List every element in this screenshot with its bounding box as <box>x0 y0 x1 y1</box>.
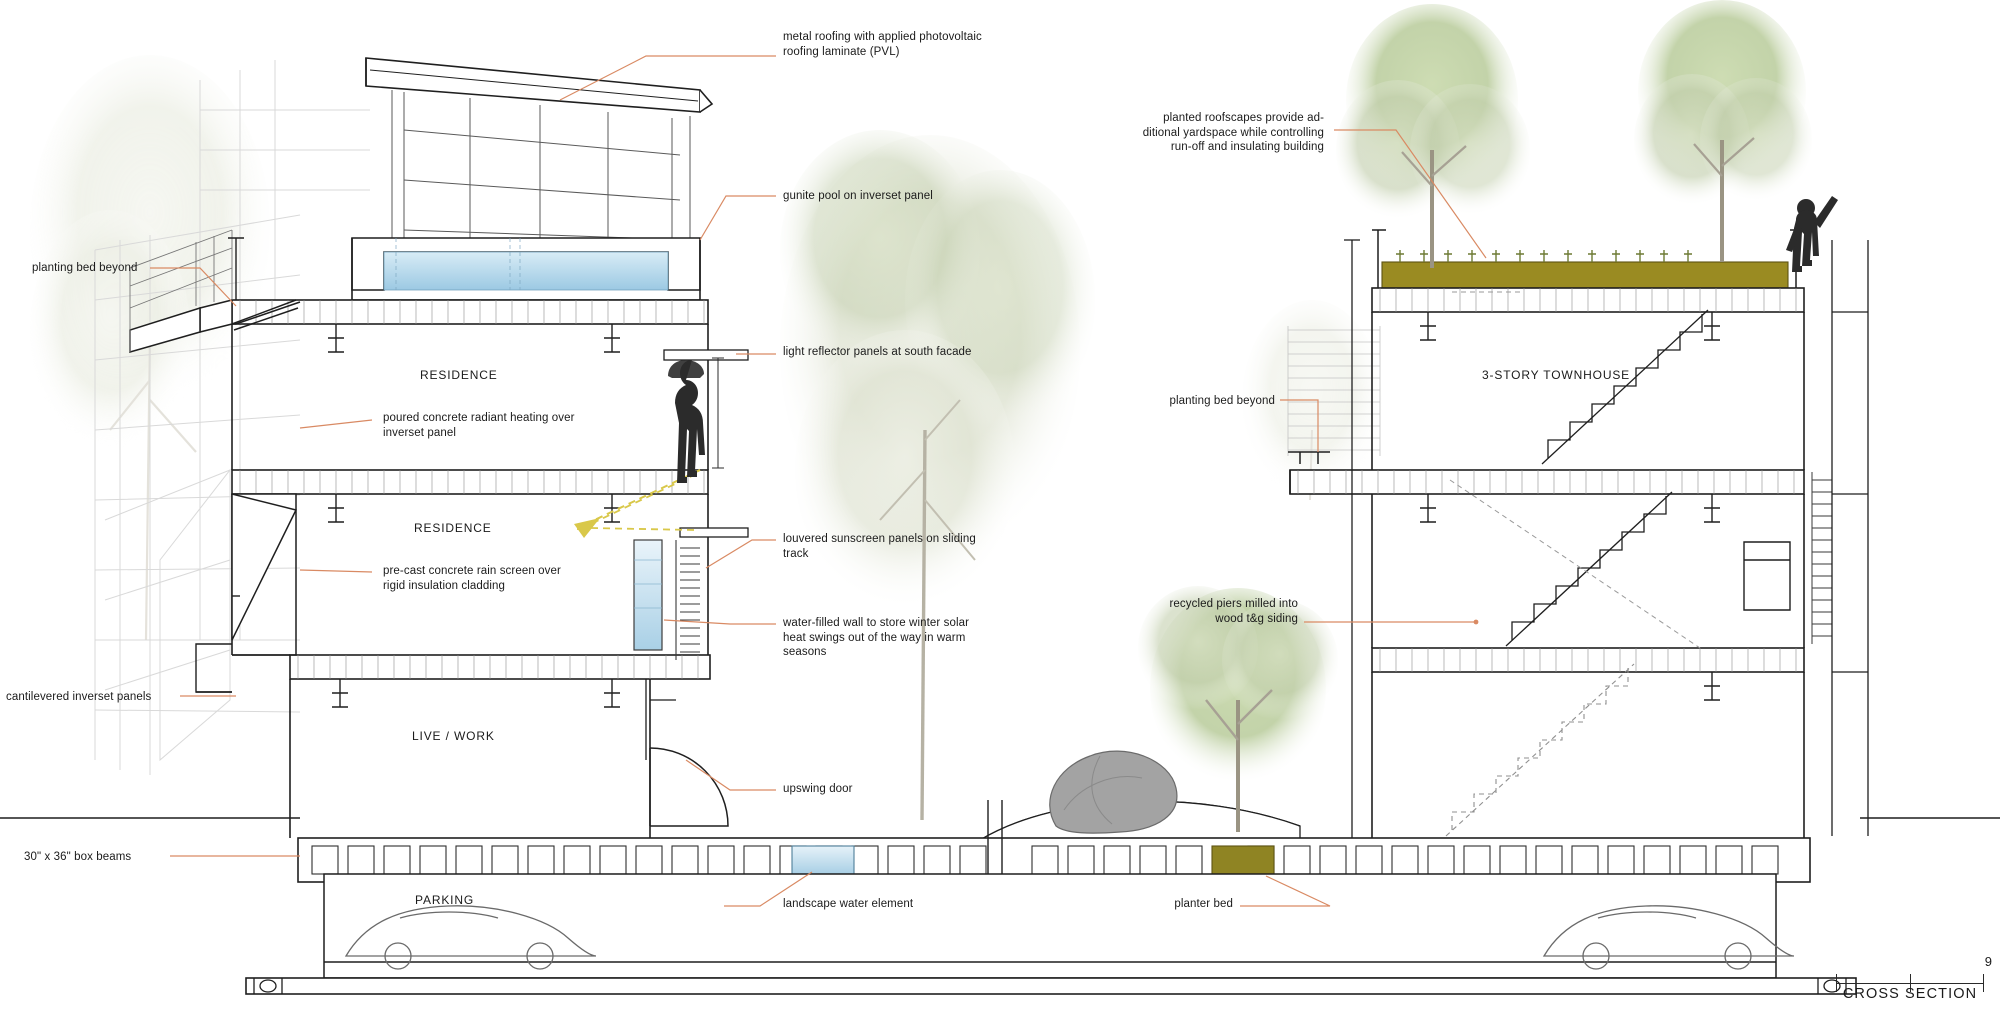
scale-tick-start <box>1836 974 1837 992</box>
parked-car-left <box>344 905 597 970</box>
column-hangers-right <box>1420 312 1720 701</box>
left-cantilever-structure <box>195 595 290 693</box>
planting-bed-beyond-structure <box>1287 326 1381 456</box>
site-tree-right-b <box>1634 0 1812 262</box>
annotation-planter-bed: planter bed <box>1174 898 1233 910</box>
stair-dashed-upper-right <box>1449 291 1701 649</box>
louver-stack-right <box>1811 472 1832 644</box>
room-label-residence-upper: RESIDENCE <box>420 368 498 382</box>
water-filled-wall <box>633 539 663 651</box>
figure-height-scale <box>712 357 724 469</box>
annotation-recycled-piers: recycled piers milled into wood t&g sidi… <box>1169 598 1298 625</box>
landscape-rock <box>1049 750 1178 834</box>
leader-planting-bed-right <box>1280 399 1319 452</box>
annotation-water-filled-wall: water-filled wall to store winter solar … <box>783 617 970 658</box>
annotation-landscape-water-element: landscape water element <box>783 898 914 910</box>
annotation-poured-concrete-radiant: poured concrete radiant heating over inv… <box>383 412 575 439</box>
slab-hatch-upper-right <box>1297 470 1795 494</box>
annotation-box-beams: 30" x 36" box beams <box>24 851 132 863</box>
stair-lower-right <box>1445 663 1635 837</box>
louvered-sunscreen-track <box>675 540 700 660</box>
scale-tick-end <box>1983 974 1984 992</box>
column-hangers-upper <box>328 324 620 353</box>
page-number: 9 <box>1984 954 1992 969</box>
leader-louvered <box>705 539 776 569</box>
column-hangers-mid <box>328 494 620 523</box>
scale-bar <box>1836 974 1984 992</box>
annotation-planting-bed-beyond-right: planting bed beyond <box>1169 395 1275 407</box>
drawing-title: CROSS SECTION <box>1842 986 1978 1002</box>
left-fin <box>228 237 244 300</box>
daylight-arrow-head <box>574 518 600 538</box>
slab-hatch-mid <box>297 655 699 679</box>
title-block: 9 CROSS SECTION <box>1836 954 1996 1012</box>
leader-water-wall <box>663 619 776 625</box>
leader-planted-roofscapes <box>1334 129 1487 259</box>
site-tree-mid <box>1138 586 1338 832</box>
stair-upper-right <box>1541 309 1709 465</box>
slab-hatch-upper <box>239 470 705 494</box>
level-upper-residence <box>231 324 709 495</box>
angled-facade-frame <box>129 229 233 352</box>
leader-upswing-door <box>685 759 776 791</box>
annotation-planting-bed-beyond-left: planting bed beyond <box>32 262 138 274</box>
site-tree-right-a <box>1336 4 1530 268</box>
scale-tick-mid <box>1910 974 1911 992</box>
leader-planter-bed <box>1240 875 1331 907</box>
window-openings-right <box>1743 541 1791 611</box>
annotation-light-reflector-panels: light reflector panels at south facade <box>783 346 972 358</box>
room-label-residence-mid: RESIDENCE <box>414 521 492 535</box>
slab-hatch-mid-right <box>1379 648 1797 672</box>
planting-bed-support <box>1288 451 1330 464</box>
slab-hatch-roof-right <box>1379 288 1797 312</box>
annotation-planted-roofscapes: planted roofscapes provide ad- ditional … <box>1142 112 1324 153</box>
center-tree <box>780 130 1095 821</box>
room-label-live-work: LIVE / WORK <box>412 729 495 743</box>
leader-metal-roofing <box>559 55 776 101</box>
floor-slab-roof-level <box>231 299 709 325</box>
roof-soffit-lines <box>369 69 699 102</box>
townhouse-walls <box>1289 312 1805 838</box>
daylight-ray-2 <box>589 527 695 531</box>
light-reflector-panels <box>663 349 749 538</box>
leader-planting-bed-left <box>150 267 237 307</box>
column-hangers-lw <box>332 679 620 708</box>
room-label-townhouse: 3-STORY TOWNHOUSE <box>1482 368 1631 382</box>
annotation-upswing-door: upswing door <box>783 783 853 795</box>
site-vertical-posts <box>987 800 1003 882</box>
leader-landscape-water <box>724 871 813 907</box>
human-figure-roof <box>1786 196 1838 272</box>
annotation-cantilevered-inverset-panels: cantilevered inverset panels <box>6 691 152 703</box>
box-beam-cells <box>311 845 1779 875</box>
parked-car-right <box>1542 905 1795 970</box>
exterior-posts-right <box>1831 240 1869 836</box>
green-roof-plants <box>1396 250 1692 262</box>
foundation-slab <box>245 977 1857 995</box>
upswing-door <box>649 747 729 827</box>
leader-pre-cast <box>299 569 373 573</box>
annotation-metal-roofing: metal roofing with applied photovoltaic … <box>783 31 982 58</box>
planter-bed-element <box>1211 845 1275 875</box>
annotation-gunite-pool: gunite pool on inverset panel <box>783 190 933 202</box>
stair-mid-right <box>1505 491 1673 647</box>
foundation-footings <box>253 978 1847 994</box>
leader-poured-concrete <box>299 419 373 429</box>
live-work-partition <box>645 679 676 760</box>
leader-dots <box>1473 619 1479 625</box>
leader-gunite-pool <box>699 195 776 241</box>
annotation-louvered-sunscreen: louvered sunscreen panels on sliding tra… <box>783 533 976 560</box>
exterior-posts-townhouse-left <box>1344 239 1360 838</box>
human-figure-standing <box>668 360 705 483</box>
floor-slab-upper-right <box>1289 469 1805 495</box>
parking-level <box>323 873 1777 979</box>
annotation-pre-cast-rain-screen: pre-cast concrete rain screen over rigid… <box>383 565 561 592</box>
clerestory-frame <box>391 90 691 245</box>
room-label-parking: PARKING <box>415 893 475 907</box>
